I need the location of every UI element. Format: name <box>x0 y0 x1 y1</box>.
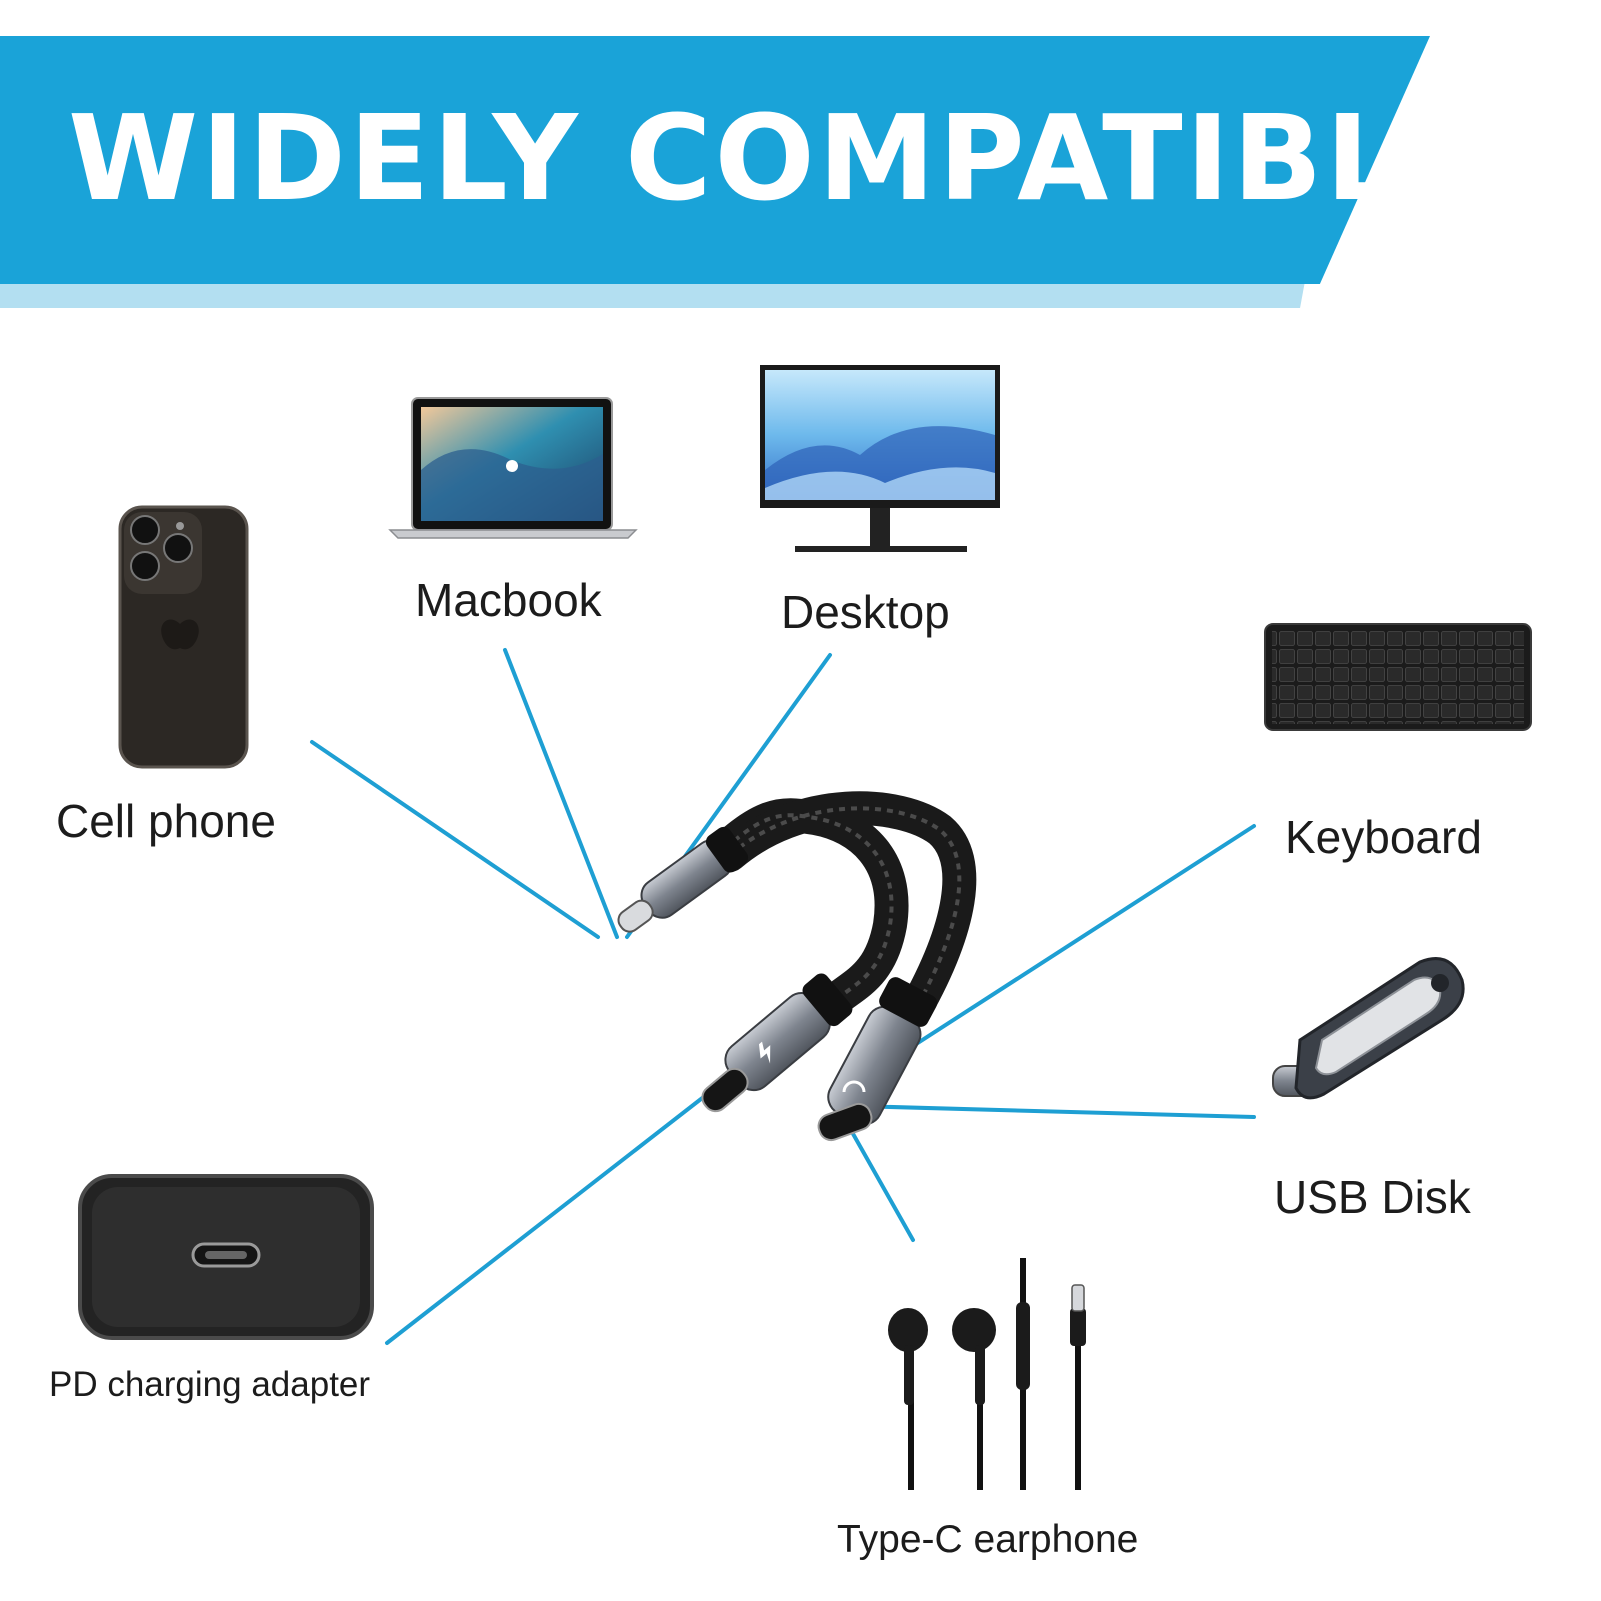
label-macbook: Macbook <box>415 574 602 626</box>
label-desktop: Desktop <box>781 586 950 638</box>
label-usb-disk: USB Disk <box>1274 1171 1471 1223</box>
banner <box>0 36 1430 284</box>
smartphone-icon <box>118 505 249 769</box>
laptop-icon <box>388 397 638 539</box>
label-pd-adapter: PD charging adapter <box>49 1365 371 1404</box>
banner-title: WIDELY COMPATIBLE <box>68 89 1488 227</box>
monitor-icon <box>760 365 1000 552</box>
line-macbook <box>503 648 619 939</box>
connector-lines <box>310 648 1256 1345</box>
earphones-icon <box>888 1258 1086 1490</box>
label-earphone: Type-C earphone <box>837 1518 1139 1561</box>
usb-drive-icon <box>1272 957 1465 1100</box>
line-usb-disk <box>853 1104 1256 1119</box>
line-pd-adapter <box>385 1090 712 1345</box>
line-earphone <box>850 1130 915 1242</box>
keyboard-icon <box>1264 623 1532 731</box>
label-cell-phone: Cell phone <box>56 795 276 847</box>
charger-icon <box>78 1174 374 1340</box>
y-splitter-cable-icon <box>617 791 977 1142</box>
line-cell-phone <box>310 740 600 939</box>
label-keyboard: Keyboard <box>1285 811 1482 863</box>
